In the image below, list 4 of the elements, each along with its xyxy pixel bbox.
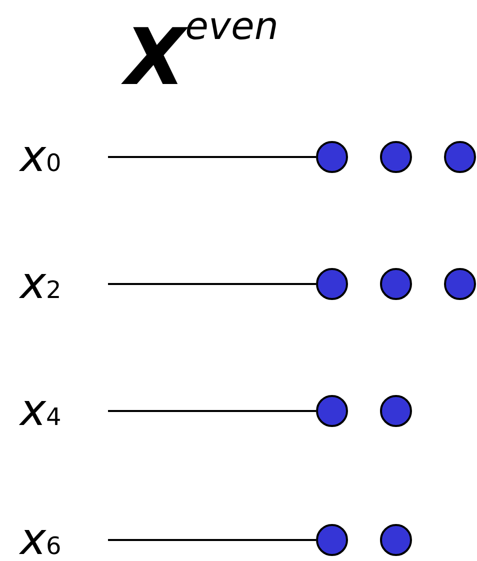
connector-line bbox=[108, 283, 316, 285]
connector-line bbox=[108, 539, 316, 541]
connector-line bbox=[108, 156, 316, 158]
connector-line bbox=[108, 410, 316, 412]
